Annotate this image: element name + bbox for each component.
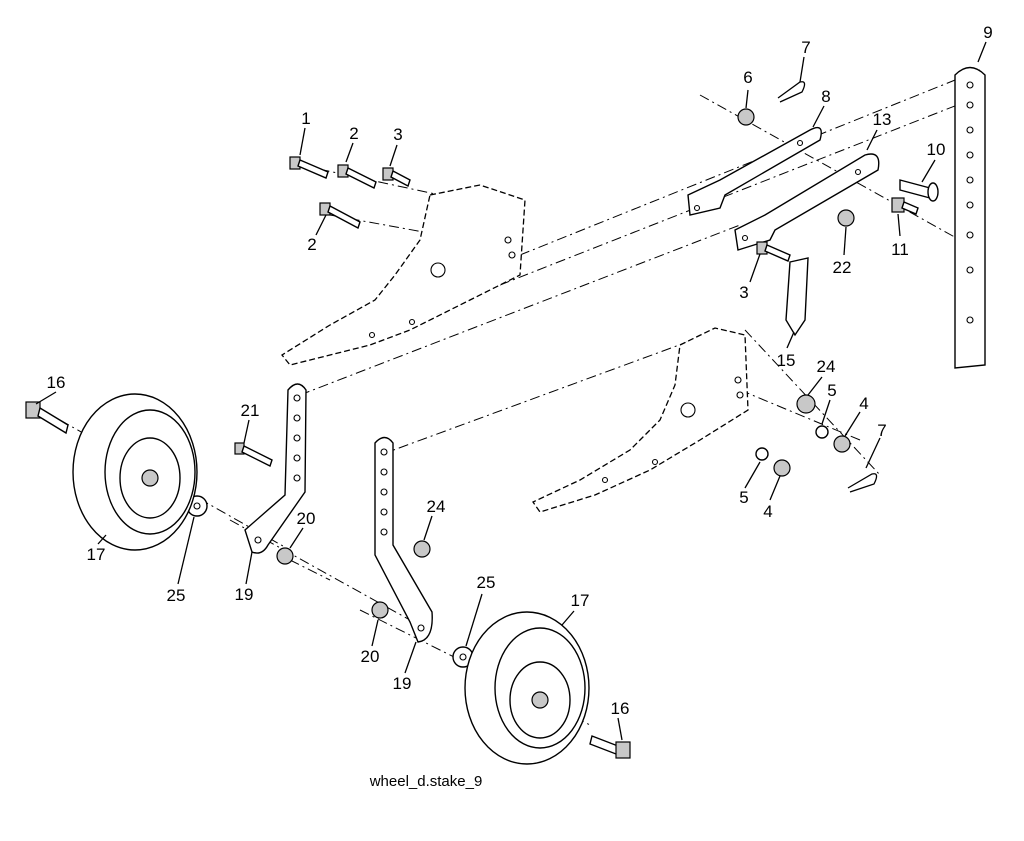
- bolt-16-right: [589, 735, 631, 759]
- callout-4-upper: 4: [859, 394, 868, 413]
- callout-25-left: 25: [167, 586, 186, 605]
- callout-20-lower: 20: [361, 647, 380, 666]
- callout-6: 6: [743, 68, 752, 87]
- clip-15: [785, 257, 809, 337]
- bolt-1: [289, 156, 329, 179]
- callout-22: 22: [833, 258, 852, 277]
- callout-2-lower: 2: [307, 235, 316, 254]
- wheel-bracket-19-left: [244, 383, 307, 554]
- wheel-17-left: [72, 393, 198, 551]
- callout-25-right: 25: [477, 573, 496, 592]
- bolt-2-upper: [337, 164, 377, 189]
- callout-2-upper: 2: [349, 124, 358, 143]
- nut-4-upper: [833, 435, 851, 453]
- callout-15: 15: [777, 351, 796, 370]
- hairpin-7-upper: [777, 81, 806, 103]
- bolt-3-upper: [382, 167, 411, 188]
- washer-5-lower: [755, 447, 769, 461]
- callout-7-upper: 7: [801, 38, 810, 57]
- callout-7-lower: 7: [877, 421, 886, 440]
- washer-5-upper: [815, 425, 829, 439]
- callout-labels: 1 2 3 2 6 7 8 9 13 10 11 22 3 15 24 5 4 …: [47, 23, 993, 718]
- bolt-21: [234, 442, 273, 467]
- callout-17-right: 17: [571, 591, 590, 610]
- callout-16-left: 16: [47, 373, 66, 392]
- callout-3-upper: 3: [393, 125, 402, 144]
- nut-4-lower: [773, 459, 791, 477]
- nut-20-lower: [371, 601, 389, 619]
- lower-frame-reference: [532, 327, 749, 513]
- nut-20-upper: [276, 547, 294, 565]
- callout-19-left: 19: [235, 585, 254, 604]
- bolt-16-left: [25, 401, 69, 435]
- leader-lines: [35, 41, 987, 741]
- nut-24-upper: [796, 394, 816, 414]
- callout-9: 9: [983, 23, 992, 42]
- nut-22: [837, 209, 855, 227]
- callout-20-upper: 20: [297, 509, 316, 528]
- callout-19-right: 19: [393, 674, 412, 693]
- callout-5-upper: 5: [827, 381, 836, 400]
- pin-10: [899, 179, 939, 202]
- callout-17-left: 17: [87, 545, 106, 564]
- nut-24-lower: [413, 540, 431, 558]
- wheel-17-right: [464, 611, 590, 765]
- depth-stake: [954, 66, 986, 369]
- strap-plate-8: [687, 126, 822, 216]
- callout-16-right: 16: [611, 699, 630, 718]
- callout-13: 13: [873, 110, 892, 129]
- callout-10: 10: [927, 140, 946, 159]
- callout-11: 11: [891, 240, 909, 259]
- bolt-3-lower: [756, 241, 791, 262]
- callout-24-upper: 24: [817, 357, 836, 376]
- callout-21: 21: [241, 401, 260, 420]
- callout-5-lower: 5: [739, 488, 748, 507]
- callout-1: 1: [301, 109, 310, 128]
- diagram-caption: wheel_d.stake_9: [369, 773, 483, 790]
- callout-8: 8: [821, 87, 830, 106]
- callout-4-lower: 4: [763, 502, 772, 521]
- bolt-2-lower: [319, 202, 361, 230]
- bolt-11: [891, 197, 919, 215]
- callout-3-lower: 3: [739, 283, 748, 302]
- wheel-bracket-19-right: [374, 436, 433, 643]
- nut-6: [737, 108, 755, 126]
- upper-frame-reference: [281, 184, 526, 366]
- hairpin-7-lower: [847, 473, 878, 493]
- strap-plate-13: [734, 153, 880, 251]
- callout-24-lower: 24: [427, 497, 446, 516]
